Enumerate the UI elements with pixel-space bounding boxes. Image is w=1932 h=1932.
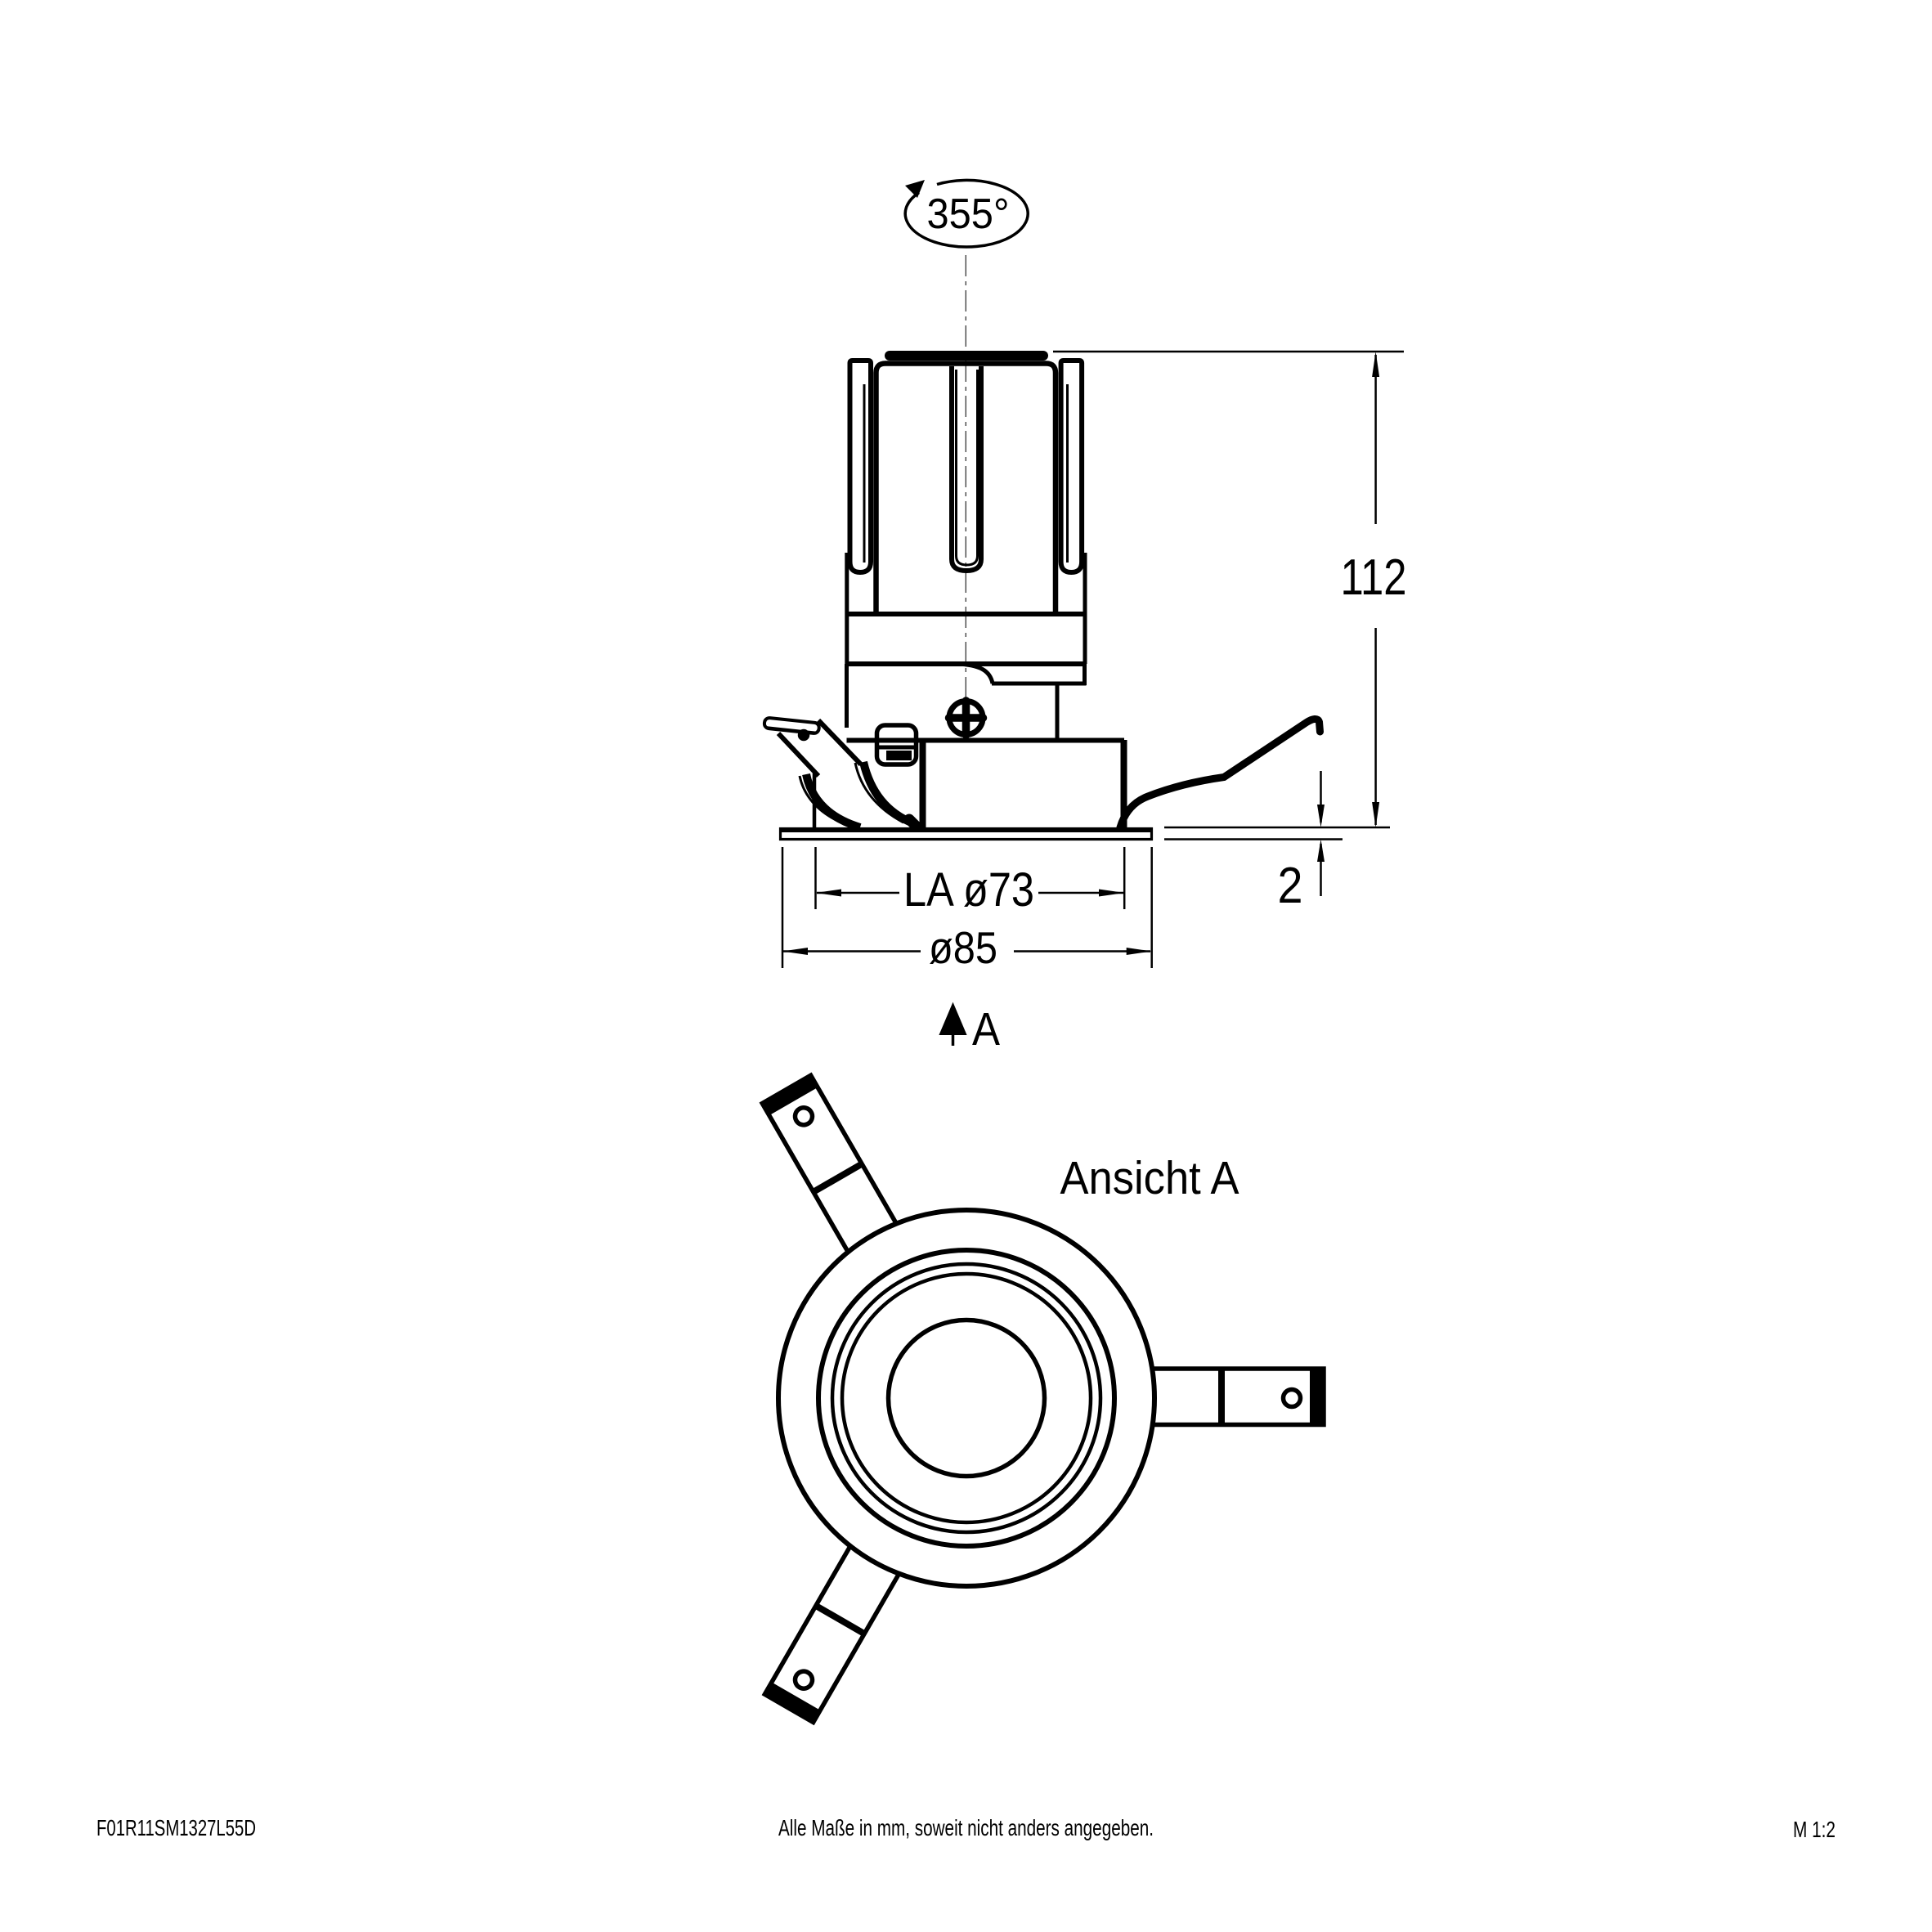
svg-text:112: 112 [1341, 549, 1407, 606]
svg-text:2: 2 [1278, 858, 1303, 914]
svg-text:LA ø73: LA ø73 [903, 863, 1034, 917]
svg-text:Ansicht A: Ansicht A [1060, 1152, 1239, 1204]
svg-text:A: A [972, 1003, 1000, 1056]
svg-text:ø85: ø85 [929, 922, 997, 973]
svg-text:M 1:2: M 1:2 [1793, 1817, 1836, 1842]
svg-text:355°: 355° [927, 191, 1010, 238]
svg-text:F01R11SM1327L55D: F01R11SM1327L55D [96, 1815, 256, 1840]
svg-text:Alle Maße in mm, soweit nicht: Alle Maße in mm, soweit nicht anders ang… [778, 1815, 1154, 1840]
